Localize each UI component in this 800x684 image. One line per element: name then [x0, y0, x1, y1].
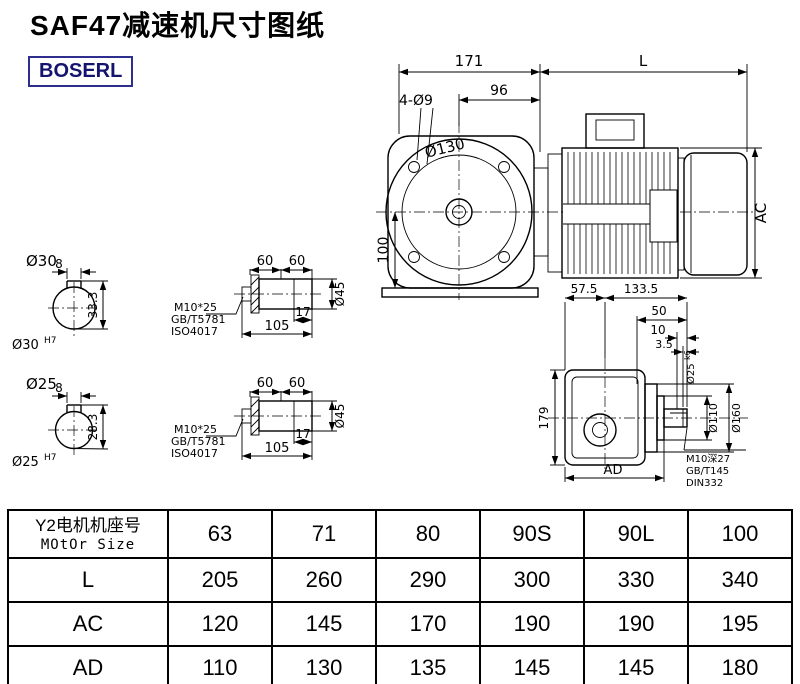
dim-100: 100 [376, 237, 392, 264]
L-value-4: 330 [583, 557, 689, 603]
dim-60-right-2: 60 [289, 376, 306, 391]
dim-keyway-8a: 8 [55, 257, 63, 271]
dim-AD: AD [604, 463, 623, 478]
dim-33-3: 33.3 [86, 292, 100, 319]
bolt-note-2b: GB/T5781 [171, 435, 226, 448]
AC-value-3: 190 [479, 601, 585, 647]
shaft-section-25: Ø25 8 28.3 Ø25 H7 [12, 375, 109, 470]
brand-text: BOSERL [39, 60, 123, 82]
label-dia-25: Ø25 [26, 375, 57, 393]
row-label-AC: AC [7, 601, 169, 647]
bolt-note-1b: M10*25 [174, 423, 217, 436]
dim-L: L [639, 52, 648, 70]
dim-shaft-dia-25: Ø25 [685, 363, 697, 384]
dim-96: 96 [490, 83, 508, 99]
AD-value-1: 130 [271, 645, 377, 684]
table-header-en: MOtOr Size [40, 536, 136, 553]
table-row-L: L 205 260 290 300 330 340 [7, 557, 793, 603]
row-label-AD: AD [7, 645, 169, 684]
row-label-L: L [7, 557, 169, 603]
dim-dia-45: Ø45 [333, 282, 347, 307]
dim-dia-45-2: Ø45 [333, 404, 347, 429]
dim-171: 171 [455, 52, 484, 70]
center-hole-note-1: M10深27 [686, 453, 730, 465]
motor-side-view: AC [533, 113, 770, 279]
motor-size-100: 100 [687, 509, 793, 559]
L-value-3: 300 [479, 557, 585, 603]
motor-size-80: 80 [375, 509, 481, 559]
AD-value-0: 110 [167, 645, 273, 684]
dim-60-right: 60 [289, 254, 306, 269]
AD-value-5: 180 [687, 645, 793, 684]
dim-dia-110: Ø110 [707, 403, 720, 433]
dim-105: 105 [265, 319, 290, 334]
label-bore-25-tol: H7 [44, 453, 57, 463]
dim-133-5: 133.5 [624, 282, 658, 296]
table-row-AC: AC 120 145 170 190 190 195 [7, 601, 793, 647]
AC-value-1: 145 [271, 601, 377, 647]
AC-value-5: 195 [687, 601, 793, 647]
AD-value-3: 145 [479, 645, 585, 684]
dim-17: 17 [295, 305, 310, 319]
L-value-5: 340 [687, 557, 793, 603]
motor-size-71: 71 [271, 509, 377, 559]
AD-value-2: 135 [375, 645, 481, 684]
label-bore-25: Ø25 [12, 455, 39, 470]
table-row-motor-size: Y2电机机座号 MOtOr Size 63 71 80 90S 90L 100 [7, 509, 793, 559]
dim-shaft-tol-k6: k6 [683, 350, 692, 360]
AD-value-4: 145 [583, 645, 689, 684]
output-shaft-detail-1: 60 60 17 105 Ø45 M10*25 GB/T5781 ISO4017 [171, 254, 347, 338]
motor-size-90L: 90L [583, 509, 689, 559]
bolt-note-1: M10*25 [174, 301, 217, 314]
dim-57-5: 57.5 [571, 282, 598, 296]
motor-size-63: 63 [167, 509, 273, 559]
bolt-note-3: ISO4017 [171, 325, 218, 338]
gearbox-front-view: Ø130 100 [376, 135, 539, 298]
page-title: SAF47减速机尺寸图纸 [30, 10, 326, 41]
dim-dia-160: Ø160 [730, 403, 743, 433]
dim-50: 50 [651, 304, 666, 318]
label-dia-30: Ø30 [26, 252, 57, 270]
bolt-note-3b: ISO4017 [171, 447, 218, 460]
dim-keyway-8b: 8 [55, 381, 63, 395]
L-value-0: 205 [167, 557, 273, 603]
dim-60-left-2: 60 [257, 376, 274, 391]
dim-105-2: 105 [265, 441, 290, 456]
table-row-AD: AD 110 130 135 145 145 180 [7, 645, 793, 684]
dim-3-5: 3.5 [655, 338, 673, 351]
dimension-table: Y2电机机座号 MOtOr Size 63 71 80 90S 90L 100 … [7, 509, 793, 684]
dim-AC: AC [752, 203, 770, 223]
label-bore-30: Ø30 [12, 338, 39, 353]
dim-179: 179 [537, 407, 551, 430]
top-dimensions: 171 L 96 4-Ø9 [398, 52, 748, 165]
AC-value-2: 170 [375, 601, 481, 647]
gearbox-side-view: 57.5 133.5 50 10 3.5 Ø25 k6 Ø110 [537, 282, 748, 489]
brand-logo: BOSERL [28, 56, 134, 87]
dim-17-2: 17 [295, 427, 310, 441]
bolt-note-2: GB/T5781 [171, 313, 226, 326]
table-header-cn: Y2电机机座号 [35, 516, 141, 536]
dim-bolt-holes: 4-Ø9 [399, 93, 433, 109]
dim-28-3: 28.3 [86, 414, 100, 441]
technical-drawing: 171 L 96 4-Ø9 Ø130 100 [12, 52, 770, 489]
center-hole-note-3: DIN332 [686, 478, 723, 489]
dim-10: 10 [650, 323, 665, 337]
AC-value-4: 190 [583, 601, 689, 647]
motor-size-90S: 90S [479, 509, 585, 559]
dim-60-left: 60 [257, 254, 274, 269]
table-header-cell: Y2电机机座号 MOtOr Size [7, 509, 169, 559]
L-value-1: 260 [271, 557, 377, 603]
AC-value-0: 120 [167, 601, 273, 647]
shaft-section-30: Ø30 8 33.3 Ø30 H7 [12, 252, 108, 353]
label-bore-30-tol: H7 [44, 336, 57, 346]
output-shaft-detail-2: 60 60 17 105 Ø45 M10*25 GB/T5781 ISO4017 [171, 376, 347, 460]
center-hole-note-2: GB/T145 [686, 466, 729, 477]
L-value-2: 290 [375, 557, 481, 603]
